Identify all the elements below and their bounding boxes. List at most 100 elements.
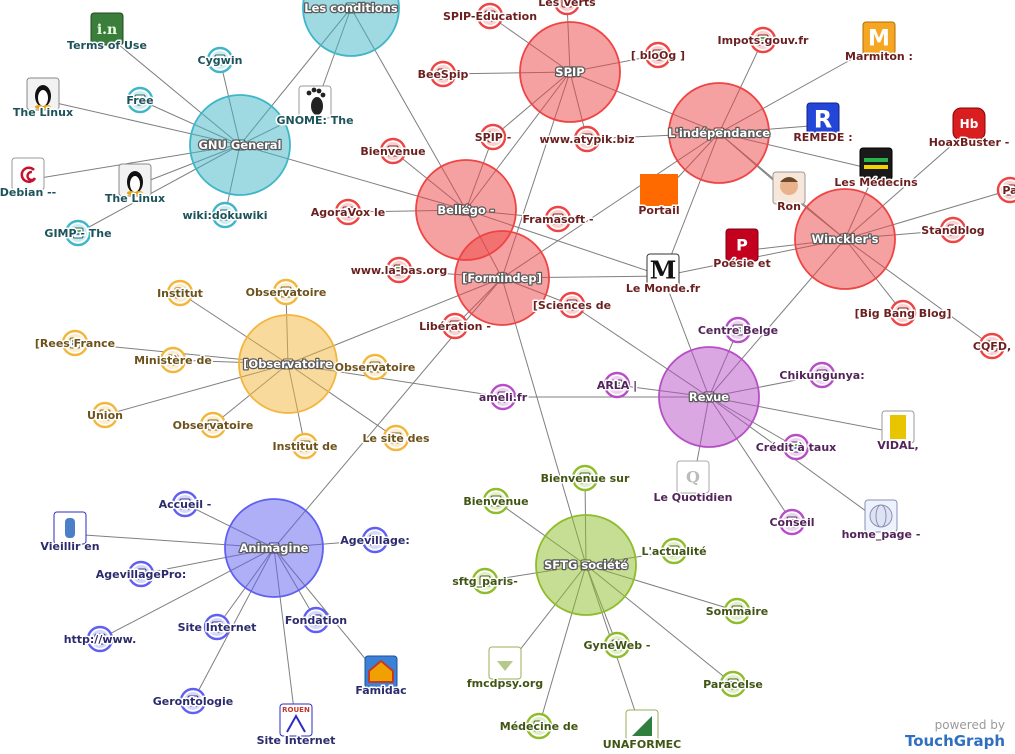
node-free[interactable]: Free [125,86,155,114]
node-debian[interactable]: Debian -- [0,157,58,201]
node-framasoft[interactable]: Framasoft - [521,205,595,233]
node-arla[interactable]: ARLA | [595,371,639,399]
node-gyneweb[interactable]: GyneWeb - [582,631,652,659]
node-centrebelge[interactable]: Centre Belge [696,316,780,344]
node-observatoire3[interactable]: Observatoire [171,411,255,439]
node-bienvenue1[interactable]: Bienvenue [359,137,427,165]
node-credit[interactable]: Crédit à taux [754,433,838,461]
node-bienvenuesur[interactable]: Bienvenue sur [539,464,631,492]
node-standblog[interactable]: Standblog [920,216,986,244]
node-label: SPIP - [475,131,512,144]
node-unaformec[interactable]: UNAFORMEC [601,709,683,753]
node-spip[interactable]: SPIP [519,21,621,123]
node-agevillagepro[interactable]: AgevillagePro: [94,560,188,588]
powered-by-text: powered by [934,718,1005,733]
node-rees[interactable]: [Rees France [33,329,117,357]
node-animagine[interactable]: Animagine [224,498,324,598]
node-label: Site Internet [257,734,336,747]
node-label: Debian -- [0,186,56,199]
node-institut1[interactable]: Institut [156,279,204,307]
node-gnome[interactable]: GNOME: The [275,85,355,129]
node-observatoire1[interactable]: Observatoire [244,278,328,306]
node-ministere[interactable]: Ministère de [133,346,213,374]
node-blog[interactable]: [ bloOg ] [629,41,687,69]
node-atypik[interactable]: www.atypik.biz [538,125,636,153]
node-sftgparis[interactable]: sftg_paris- [451,567,519,595]
node-medecins[interactable]: Les Médecins [833,147,920,191]
node-linux1[interactable]: The Linux [11,77,75,121]
node-quotidien[interactable]: QLe Quotidien [652,460,734,506]
node-label: Observatoire [173,419,254,432]
node-label: UNAFORMEC [603,738,682,751]
node-homepage[interactable]: home_page - [840,499,922,543]
node-labas[interactable]: www.la-bas.org [349,256,449,284]
node-sftg[interactable]: SFTG société [535,514,637,616]
node-dokuwiki[interactable]: wiki:dokuwiki [181,201,269,229]
node-agevillage[interactable]: Agevillage: [339,526,411,554]
node-fondation[interactable]: Fondation [283,606,349,634]
node-spipedu[interactable]: SPIP-Education [441,2,539,30]
node-pa[interactable]: Pa [996,176,1015,204]
node-impots[interactable]: Impots.gouv.fr [716,26,811,54]
node-medecine[interactable]: Médecine de [498,712,580,740]
node-beespip[interactable]: BeeSpip [416,60,470,88]
node-label: Pa [1002,184,1015,197]
node-conditions[interactable]: Les conditions [302,0,400,57]
node-gerontologie[interactable]: Gerontologie [151,687,235,715]
node-accueil[interactable]: Accueil - [157,490,213,518]
node-label: Les Médecins [834,176,918,189]
node-sommaire[interactable]: Sommaire [704,597,770,625]
node-ameli[interactable]: ameli.fr [477,383,529,411]
node-sciences[interactable]: [Sciences de [531,291,613,319]
node-lesverts[interactable]: Les Verts [537,0,598,16]
node-familiac[interactable]: Famidac [354,655,408,699]
node-paracelse[interactable]: Paracelse [702,670,764,698]
node-formindep[interactable]: [Formindep] [454,230,550,326]
node-label: VIDAL, [877,439,918,452]
node-vieillir[interactable]: Vieillir en [39,511,101,555]
node-union[interactable]: Union [86,401,124,429]
node-winckler[interactable]: Winckler's [794,188,896,290]
node-fmcdpsy[interactable]: fmcdpsy.org [465,646,545,692]
node-label: The Linux [105,192,165,205]
node-chikungunya[interactable]: Chikungunya: [778,361,866,389]
node-label: home_page - [842,528,921,541]
node-agoravox[interactable]: AgoraVox le [309,198,387,226]
node-lemonde[interactable]: MLe Monde.fr [624,253,702,297]
node-vidal[interactable]: VIDAL, [876,410,920,454]
node-revue[interactable]: Revue [658,346,760,448]
node-ron[interactable]: Ron [772,171,806,215]
node-label: Bellégo - [437,203,494,217]
node-bigbang[interactable]: [Big Bang Blog] [853,299,953,327]
node-label: Ron [777,200,801,213]
node-independance[interactable]: L'indépendance [667,82,771,184]
node-cqfd[interactable]: CQFD, [971,332,1013,360]
node-label: REMEDE : [793,131,852,144]
node-linux2[interactable]: The Linux [103,163,167,207]
node-cygwin[interactable]: Cygwin [196,46,244,74]
node-conseil[interactable]: Conseil [768,508,816,536]
node-observatoire_hub[interactable]: [Observatoire [238,314,338,414]
node-institut2[interactable]: Institut de [271,432,339,460]
node-spipdash[interactable]: SPIP - [473,123,513,151]
node-lesite[interactable]: Le site des [361,424,431,452]
node-gimp[interactable]: GIMP - The [43,219,113,247]
node-label: Revue [689,390,729,404]
node-gnu[interactable]: GNU General [189,94,291,196]
node-siteinternet1[interactable]: Site Internet [176,613,258,641]
node-liberation[interactable]: Libération - [418,312,492,340]
node-portail[interactable]: Portail [637,174,681,219]
node-label: Sommaire [706,605,768,618]
node-actualite[interactable]: L'actualité [640,537,708,565]
node-bienvenue2[interactable]: Bienvenue [462,487,530,515]
node-observatoire2[interactable]: Observatoire [333,353,417,381]
node-http[interactable]: http://www. [62,625,138,653]
node-label: ameli.fr [479,391,528,404]
